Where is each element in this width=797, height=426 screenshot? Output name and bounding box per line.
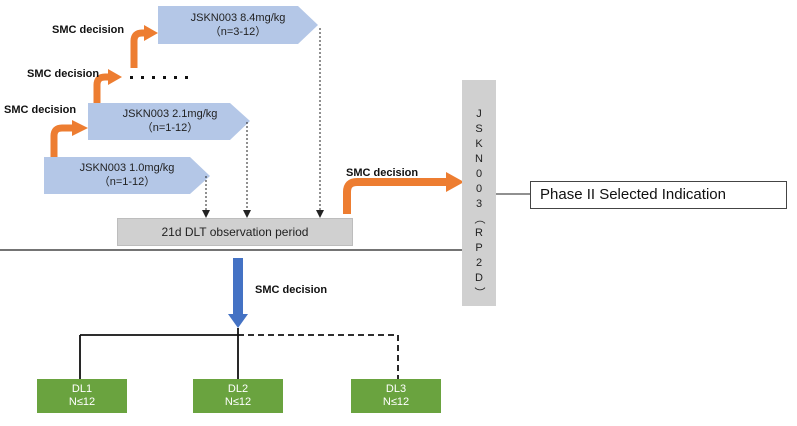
dl2-box: DL2 N≤12 <box>193 379 283 413</box>
dose-2-n: （n=1-12） <box>141 122 199 134</box>
dl3-box: DL3 N≤12 <box>351 379 441 413</box>
rp2d-box: JSKN003（RP2D） <box>462 80 496 306</box>
dl1-n: N≤12 <box>68 396 96 408</box>
smc-arrow-dots-3-head <box>144 25 158 41</box>
smc-label-3: SMC decision <box>52 24 125 36</box>
smc-label-down: SMC decision <box>255 284 328 296</box>
observation-period-box: 21d DLT observation period <box>117 218 353 246</box>
smc-label-1: SMC decision <box>4 104 77 116</box>
ellipsis-dots <box>130 76 188 79</box>
down-arrow-head <box>228 314 248 328</box>
smc-arrow-rp2d <box>343 178 448 214</box>
phase-ii-box: Phase II Selected Indication <box>530 181 787 209</box>
dl2-label: DL2 <box>227 383 249 395</box>
smc-arrow-rp2d-head <box>446 172 464 192</box>
dose-3-name: JSKN003 8.4mg/kg <box>190 12 286 24</box>
smc-arrow-1-2-head <box>72 120 88 136</box>
dose-arrow-1 <box>44 157 210 194</box>
smc-arrow-2-dots <box>93 73 110 103</box>
dl1-box: DL1 N≤12 <box>37 379 127 413</box>
dose-3-label: JSKN003 8.4mg/kg （n=3-12） <box>163 11 313 39</box>
dl3-n: N≤12 <box>382 396 410 408</box>
dl2-n: N≤12 <box>224 396 252 408</box>
rp2d-label: JSKN003（RP2D） <box>473 108 485 301</box>
dose-1-name: JSKN003 1.0mg/kg <box>79 162 175 174</box>
smc-label-2: SMC decision <box>27 68 100 80</box>
smc-arrow-dots-3 <box>130 29 146 68</box>
dl1-label: DL1 <box>71 383 93 395</box>
dose-1-label: JSKN003 1.0mg/kg （n=1-12） <box>52 161 202 189</box>
dose-arrow-3 <box>158 6 318 44</box>
dose-2-label: JSKN003 2.1mg/kg （n=1-12） <box>95 107 245 135</box>
dose-arrow-2 <box>88 103 250 140</box>
dose-2-name: JSKN003 2.1mg/kg <box>122 108 218 120</box>
dose-3-n: （n=3-12） <box>209 26 267 38</box>
dl3-label: DL3 <box>385 383 407 395</box>
down-arrow-shaft <box>233 258 243 316</box>
smc-arrow-1-2 <box>50 124 74 157</box>
smc-arrow-2-dots-head <box>108 69 122 85</box>
dose-1-n: （n=1-12） <box>98 176 156 188</box>
smc-label-rp2d: SMC decision <box>346 167 419 179</box>
